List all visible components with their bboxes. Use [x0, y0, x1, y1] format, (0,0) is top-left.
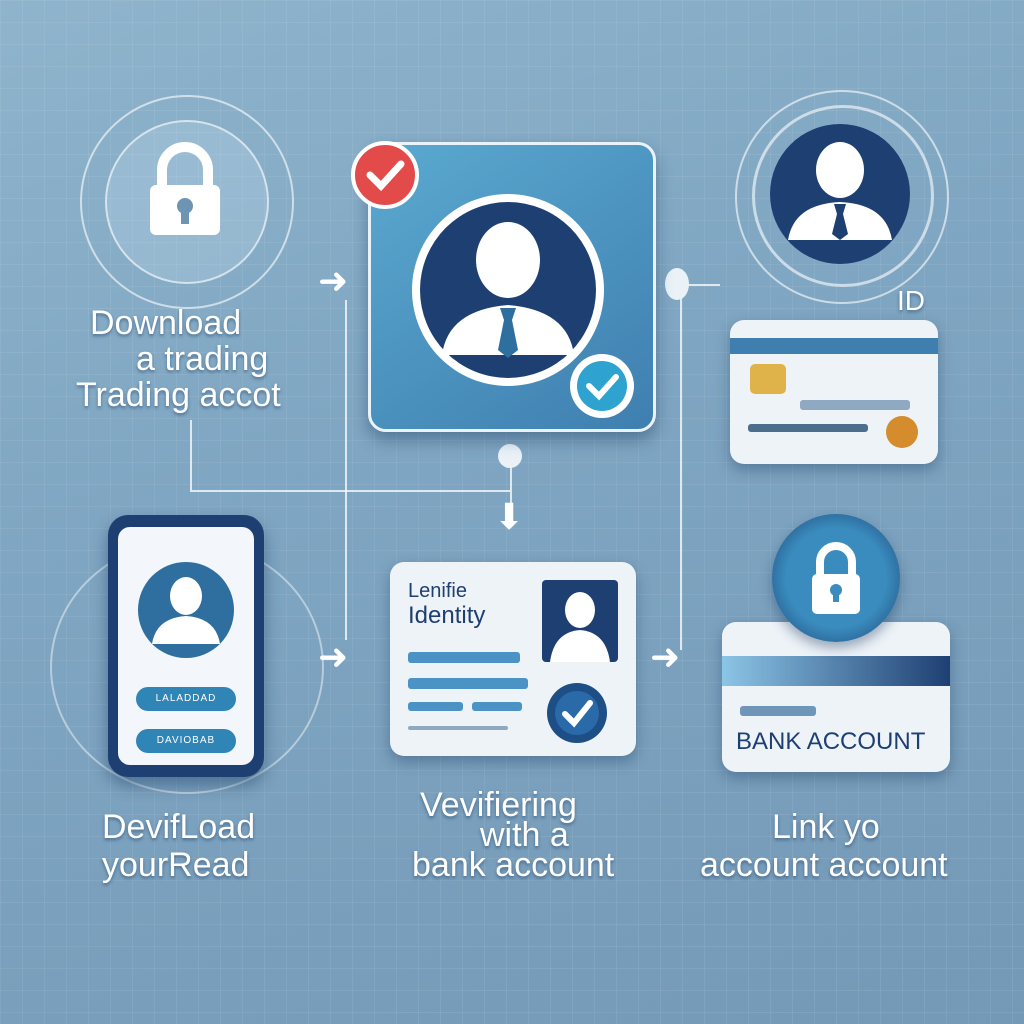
connector-line	[345, 300, 347, 640]
lock-icon	[140, 140, 230, 240]
step-label-line: Vevifiering	[420, 786, 577, 824]
step-label-line: DevifLoad	[102, 808, 256, 846]
arrow-down-icon: ⬇	[494, 497, 525, 538]
bank-card-stripe	[722, 656, 950, 686]
identity-text-line	[408, 702, 463, 711]
phone-button[interactable]: DAVIOBAB	[136, 729, 236, 753]
hologram-icon	[886, 416, 918, 448]
identity-text-line	[472, 702, 522, 711]
connector-line	[510, 455, 512, 525]
identity-text-line	[408, 726, 508, 730]
step-label-line: Link yo	[772, 808, 880, 846]
connector-line	[190, 420, 192, 490]
identity-text-line	[408, 678, 528, 689]
avatar	[408, 190, 608, 390]
connector-node	[665, 268, 689, 300]
arrow-right-icon: ➜	[650, 637, 681, 678]
identity-photo	[542, 580, 618, 662]
card-text-line	[800, 400, 910, 410]
lock-ring-outer	[80, 95, 294, 309]
bank-card-label: BANK ACCOUNT	[736, 728, 926, 755]
phone-avatar	[136, 560, 236, 660]
connector-line	[680, 284, 720, 286]
card-text-line	[748, 424, 868, 432]
arrow-right-icon: ➜	[318, 261, 349, 302]
step-label-line: account account	[700, 846, 948, 884]
step-label-line: with a	[480, 816, 569, 854]
person-ring-inner	[752, 105, 934, 287]
bank-card-text-line	[740, 706, 816, 716]
step-label-line: a trading	[136, 340, 269, 378]
check-red-icon	[350, 140, 420, 210]
person-avatar	[768, 122, 913, 267]
step-label-line: Trading accot	[76, 376, 281, 414]
connector-line	[190, 490, 510, 492]
identity-title: Lenifie	[408, 580, 467, 602]
step-label-line: bank account	[412, 846, 615, 884]
connector-line	[680, 285, 682, 650]
id-card	[730, 320, 938, 464]
phone-button[interactable]: LALADDAD	[136, 687, 236, 711]
phone-device: LALADDAD DAVIOBAB	[108, 515, 264, 777]
identity-title: Identity	[408, 602, 486, 629]
card-stripe	[730, 338, 938, 354]
identity-card: Lenifie Identity	[390, 562, 636, 756]
id-tag: ID	[897, 285, 925, 316]
check-verified-icon	[566, 350, 638, 422]
step-label-line: yourRead	[102, 846, 250, 884]
person-ring-outer	[735, 90, 949, 304]
chip-icon	[750, 364, 786, 394]
lock-icon	[812, 542, 860, 614]
connector-node	[498, 444, 522, 468]
identity-text-line	[408, 652, 520, 663]
bank-lock-badge	[772, 514, 900, 642]
step-label-line: Download	[90, 304, 242, 342]
bank-card: BANK ACCOUNT	[722, 622, 950, 772]
verified-seal-icon	[544, 680, 610, 746]
